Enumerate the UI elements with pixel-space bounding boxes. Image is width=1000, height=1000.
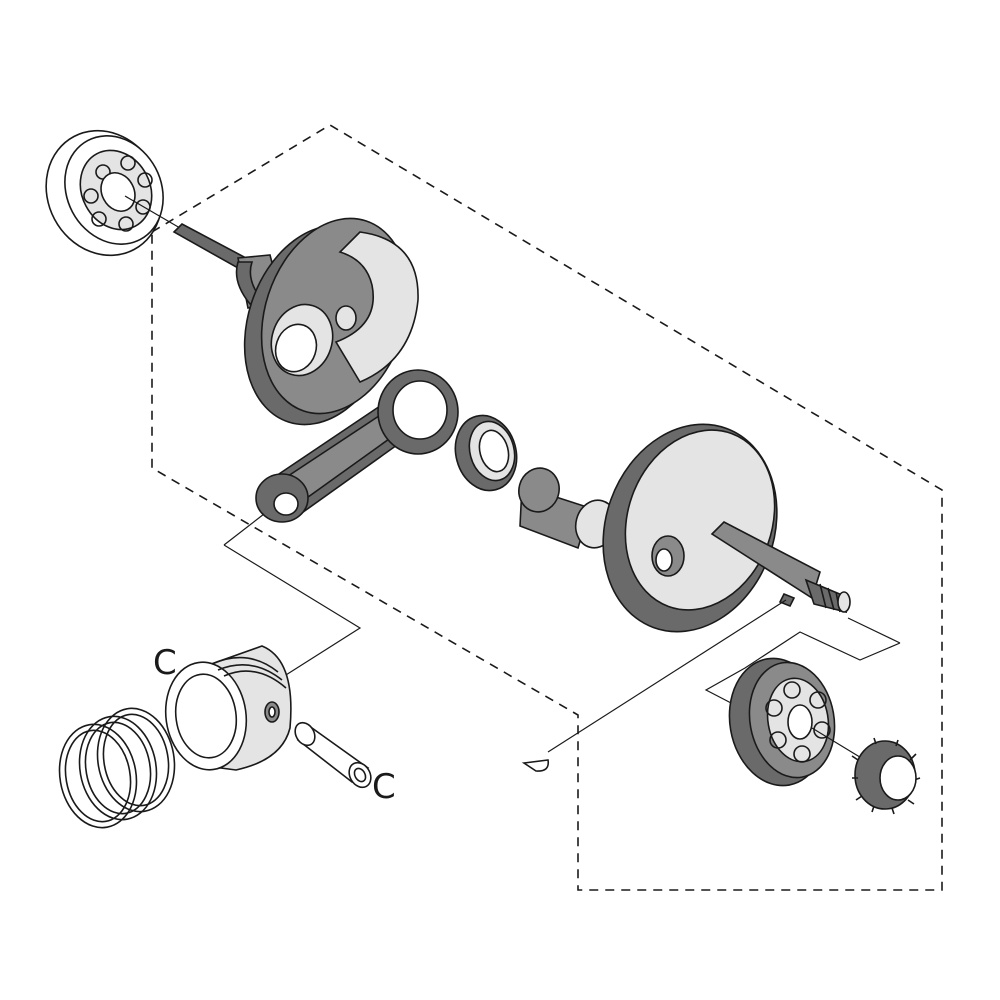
right-main-bearing[interactable] xyxy=(704,631,901,793)
needle-roller-bearing[interactable] xyxy=(447,409,525,498)
circlip-2[interactable]: C xyxy=(372,767,396,807)
left-crank-web[interactable] xyxy=(172,199,432,444)
piston-pin[interactable] xyxy=(291,719,375,791)
piston[interactable] xyxy=(159,645,292,775)
piston-rings[interactable] xyxy=(52,702,183,834)
woodruff-key[interactable] xyxy=(521,599,787,772)
connecting-rod[interactable] xyxy=(223,369,459,546)
right-crank-web[interactable] xyxy=(575,400,901,657)
assembly-outline xyxy=(151,124,943,891)
drive-gear[interactable] xyxy=(851,737,921,815)
left-main-bearing[interactable] xyxy=(25,110,184,276)
piston-leader xyxy=(223,544,362,681)
circlip-1[interactable]: C xyxy=(153,643,177,683)
